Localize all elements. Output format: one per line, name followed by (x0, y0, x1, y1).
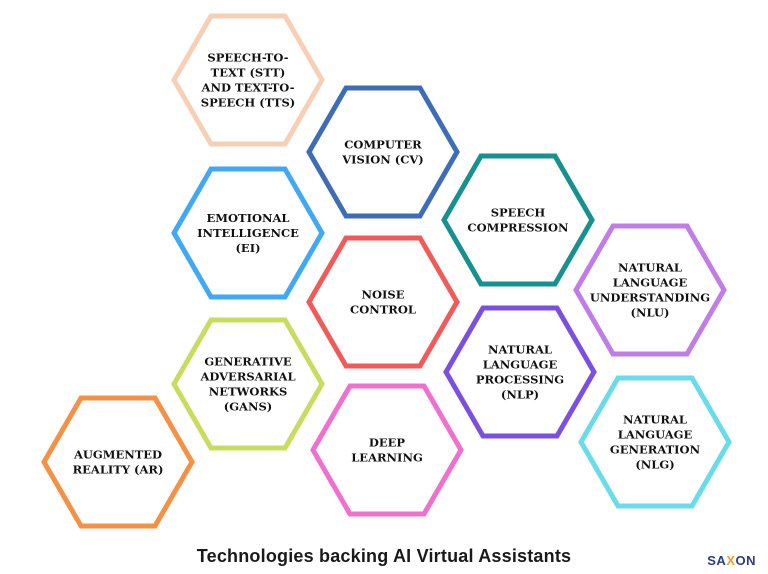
hexagon-label-line: (GANS) (224, 400, 272, 414)
hexagon-label-line: (EI) (235, 241, 260, 255)
hexagon-shape (41, 395, 195, 529)
hexagon-label-line: UNDERSTANDING (590, 291, 710, 305)
hexagon-node-stt-tts: SPEECH-TO-TEXT (STT)AND TEXT-TO-SPEECH (… (171, 13, 325, 147)
hexagon-label-line: (NLG) (635, 458, 674, 472)
hexagon-label-line: LANGUAGE (618, 428, 693, 442)
hexagon-label-line: LANGUAGE (483, 358, 558, 372)
hexagon-label-line: (NLU) (631, 306, 670, 320)
hexagon-label-line: SPEECH-TO- (207, 51, 288, 65)
hexagon-shape (578, 375, 732, 509)
hexagon-shape (171, 317, 325, 451)
brand-logo-text-start: SA (707, 553, 727, 568)
hexagon-label-line: ADVERSARIAL (199, 370, 295, 384)
hexagon-shape (171, 13, 325, 147)
hexagon-label-line: NETWORKS (209, 385, 288, 399)
hexagon-label-line: SPEECH (TTS) (201, 96, 295, 110)
hexagon-label-line: NATURAL (623, 413, 687, 427)
hexagon-label-line: VISION (CV) (341, 153, 423, 167)
hexagon-shape (573, 223, 727, 357)
hexagon-label-line: REALITY (AR) (73, 463, 164, 477)
hexagon-label-line: NATURAL (618, 261, 682, 275)
hexagon-label-line: TEXT (STT) (211, 66, 286, 80)
hexagon-label-line: EMOTIONAL (207, 211, 290, 225)
hexagon-label-line: AND TEXT-TO- (201, 81, 295, 95)
hexagon-label-line: LANGUAGE (613, 276, 688, 290)
hexagon-label-line: GENERATIVE (204, 355, 292, 369)
brand-logo-text-end: ON (735, 553, 756, 568)
hexagon-shape (443, 305, 597, 439)
hexagon-label-line: PROCESSING (476, 373, 564, 387)
hexagon-shape (310, 383, 464, 517)
hexagon-shape (171, 166, 325, 300)
hexagon-label-line: AUGMENTED (73, 448, 162, 462)
diagram-caption: Technologies backing AI Virtual Assistan… (196, 546, 572, 566)
brand-logo-accent: X (726, 553, 736, 568)
brand-logo: SAXON (707, 553, 756, 568)
hexagon-label-line: DEEP (369, 436, 406, 450)
hexagon-label-line: CONTROL (350, 303, 416, 317)
hexagon-label-line: COMPRESSION (467, 221, 569, 235)
hexagon-label-line: LEARNING (351, 451, 423, 465)
hexagon-shape (441, 153, 595, 287)
hexagon-label-line: INTELLIGENCE (197, 226, 299, 240)
hexagon-label-line: NATURAL (488, 343, 552, 357)
hexagon-label-line: SPEECH (491, 206, 546, 220)
hexagon-label-line: GENERATION (610, 443, 701, 457)
hexagon-shape (306, 235, 460, 369)
hexagon-label-line: (NLP) (501, 388, 539, 402)
hexagon-label-line: COMPUTER (344, 138, 422, 152)
hexagon-shape (306, 85, 460, 219)
hexagon-label-line: NOISE (362, 288, 405, 302)
